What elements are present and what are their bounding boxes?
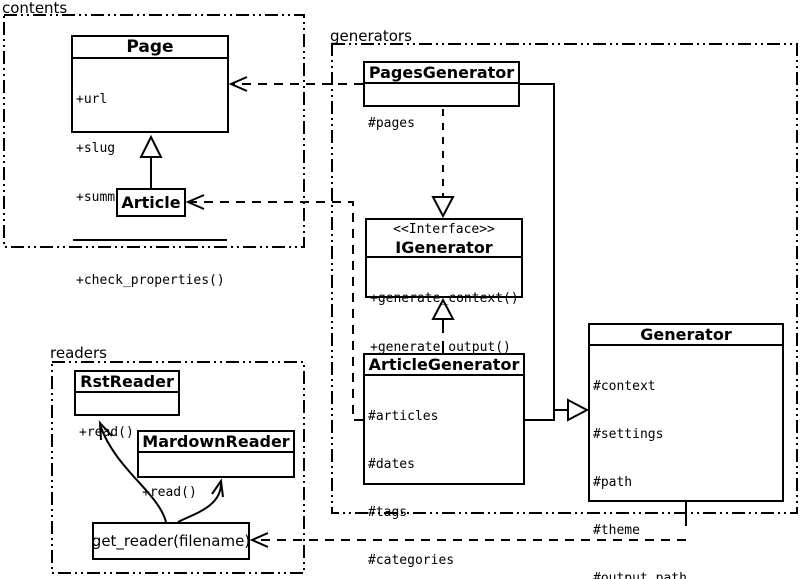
method: +read() (142, 485, 197, 500)
class-page: Page +url +slug +summary +check_properti… (71, 35, 229, 288)
class-pagesgenerator-attributes: #pages (365, 84, 518, 164)
attribute: #path (593, 475, 633, 490)
association-arrowhead-mardownreader (211, 478, 224, 498)
separator (73, 57, 227, 59)
association-arrowhead-rstreader (98, 420, 113, 441)
separator (590, 344, 782, 346)
class-rstreader-name: RstReader (80, 372, 174, 391)
attribute: #categories (368, 553, 455, 568)
association-getreader-to-rstreader-curve (99, 424, 167, 523)
dependency-arrowhead-page (228, 76, 248, 92)
attribute: #output_path (593, 571, 687, 579)
attribute: #theme (593, 523, 640, 538)
readers-package-border (51, 361, 305, 574)
class-generator: Generator #context #settings #path #them… (588, 323, 784, 579)
contents-package-border (3, 14, 305, 248)
generators-package-border (331, 43, 798, 514)
separator (367, 256, 521, 258)
attribute: #settings (593, 427, 664, 442)
inheritance-triangle-page (139, 134, 163, 158)
attribute: #context (593, 379, 656, 394)
inheritance-triangle-generator (567, 398, 590, 422)
class-pagesgenerator-name: PagesGenerator (368, 63, 515, 82)
method: +read() (79, 425, 134, 440)
class-rstreader: RstReader +read() (74, 370, 180, 440)
separator (76, 391, 178, 393)
class-page-methods: +check_properties() (73, 241, 227, 288)
class-igenerator-titleblock: <<Interface>> IGenerator (367, 220, 521, 257)
class-generator-attributes: #context #settings #path #theme #output_… (590, 346, 782, 579)
get-reader-box: get_reader(filename) (92, 522, 250, 560)
inheritance-articlegenerator-to-generator-line (525, 409, 568, 421)
get-reader-label: get_reader(filename) (91, 532, 251, 550)
class-igenerator-stereotype: <<Interface>> (393, 222, 495, 237)
attribute: #pages (368, 116, 415, 131)
generators-package-label: generators (330, 27, 412, 45)
dependency-arrowhead-getreader (249, 532, 269, 548)
class-articlegenerator-name: ArticleGenerator (368, 355, 520, 374)
separator (365, 374, 523, 376)
class-rstreader-methods: +read() (76, 393, 178, 473)
class-article: Article (116, 188, 186, 217)
inheritance-pagesgenerator-to-generator-line (520, 83, 555, 410)
class-mardownreader-name: MardownReader (142, 432, 290, 451)
class-igenerator: <<Interface>> IGenerator +generate_conte… (365, 218, 523, 355)
class-article-name: Article (121, 193, 181, 212)
realization-triangle-igenerator-top (431, 196, 455, 219)
class-igenerator-methods: +generate_context() +generate_output() (367, 258, 521, 389)
dependency-arrowhead-article (185, 194, 205, 210)
method: +generate_output() (370, 340, 511, 355)
class-page-name: Page (126, 37, 174, 57)
attribute: +url (76, 92, 108, 107)
method: +check_properties() (76, 273, 225, 288)
separator (73, 239, 227, 241)
attribute: #dates (368, 457, 415, 472)
class-articlegenerator: ArticleGenerator #articles #dates #tags … (363, 353, 525, 568)
separator (139, 451, 293, 453)
association-getreader-to-mardownreader-curve (177, 481, 223, 523)
class-pagesgenerator: PagesGenerator #pages (363, 61, 520, 131)
attribute: +slug (76, 141, 116, 156)
readers-package-label: readers (50, 344, 107, 362)
contents-package-label: contents (2, 0, 68, 17)
realization-triangle-igenerator-bottom (431, 297, 455, 320)
method: +generate_context() (370, 291, 519, 306)
class-mardownreader: MardownReader +read() (137, 430, 295, 500)
class-mardownreader-methods: +read() (139, 453, 293, 533)
attribute: #tags (368, 505, 408, 520)
class-generator-name: Generator (640, 325, 732, 344)
dependency-articlegenerator-to-article-line (190, 201, 363, 421)
attribute: #articles (368, 409, 439, 424)
separator (365, 82, 518, 84)
class-igenerator-name: IGenerator (395, 237, 493, 257)
class-articlegenerator-attributes: #articles #dates #tags #categories (365, 376, 523, 579)
